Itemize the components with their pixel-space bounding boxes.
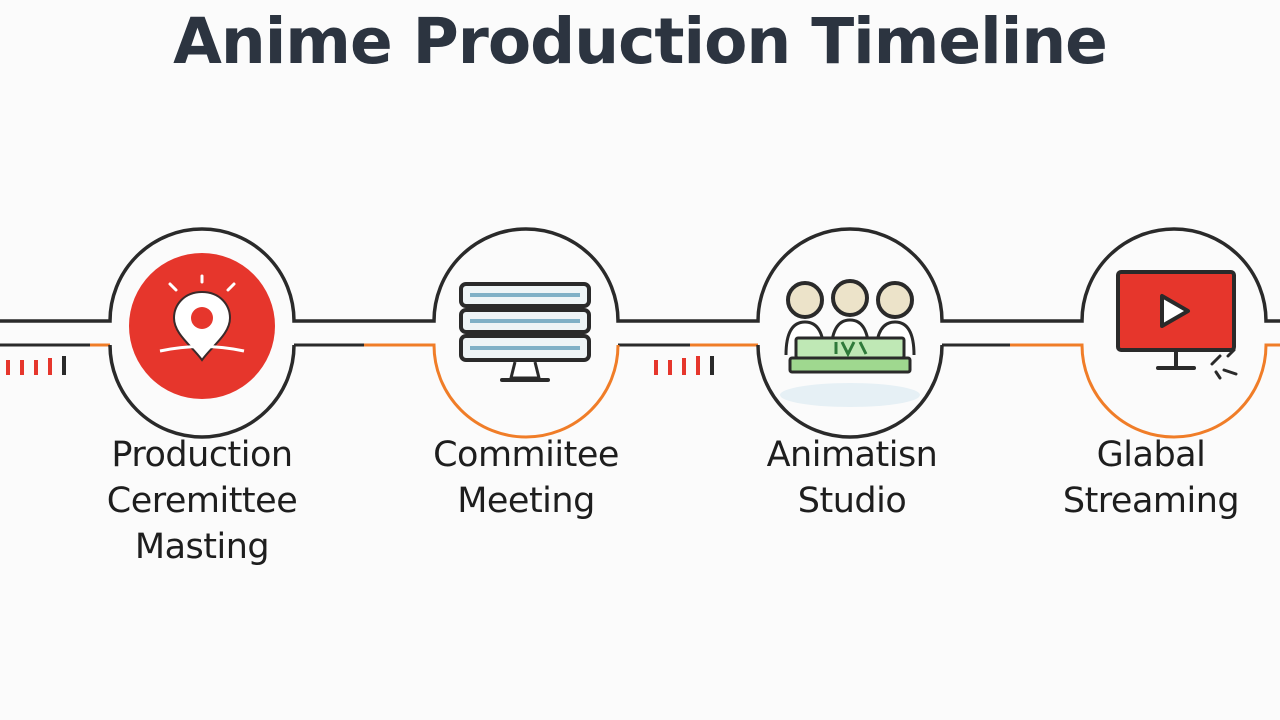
step-3-label-line-1: Animatisn (766, 435, 938, 475)
step-label-commiitee-meeting: Commiitee Meeting (376, 432, 676, 524)
node-1-lower-arc (108, 344, 296, 439)
step-4-label-line-2: Streaming (1062, 481, 1240, 521)
step-1-label-line-2: Ceremittee (106, 481, 298, 521)
step-label-glabal-streaming: Glabal Streaming (1024, 432, 1278, 524)
step-4-label-line-1: Glabal (1096, 435, 1206, 475)
diagram-title: Anime Production Timeline (173, 5, 1108, 78)
location-pin-icon (129, 253, 275, 399)
step-3-label-line-2: Studio (797, 481, 907, 521)
team-icon (780, 279, 920, 407)
step-2-label-line-2: Meeting (457, 481, 595, 521)
monitor-icon (459, 282, 591, 382)
step-label-animatisn-studio: Animatisn Studio (702, 432, 1002, 524)
step-label-production-ceremittee-masting: Production Ceremittee Masting (52, 432, 352, 570)
tick-marks-left (6, 356, 66, 375)
step-1-label-line-3: Masting (134, 527, 270, 567)
step-1-label-line-1: Production (111, 435, 293, 475)
node-3-lower-arc (756, 344, 944, 439)
step-2-label-line-1: Commiitee (433, 435, 619, 475)
timeline-track-lower-orange (90, 343, 1280, 439)
tick-marks-middle (654, 356, 714, 375)
streaming-screen-icon (1116, 270, 1238, 380)
timeline-track-dark (0, 227, 1280, 323)
